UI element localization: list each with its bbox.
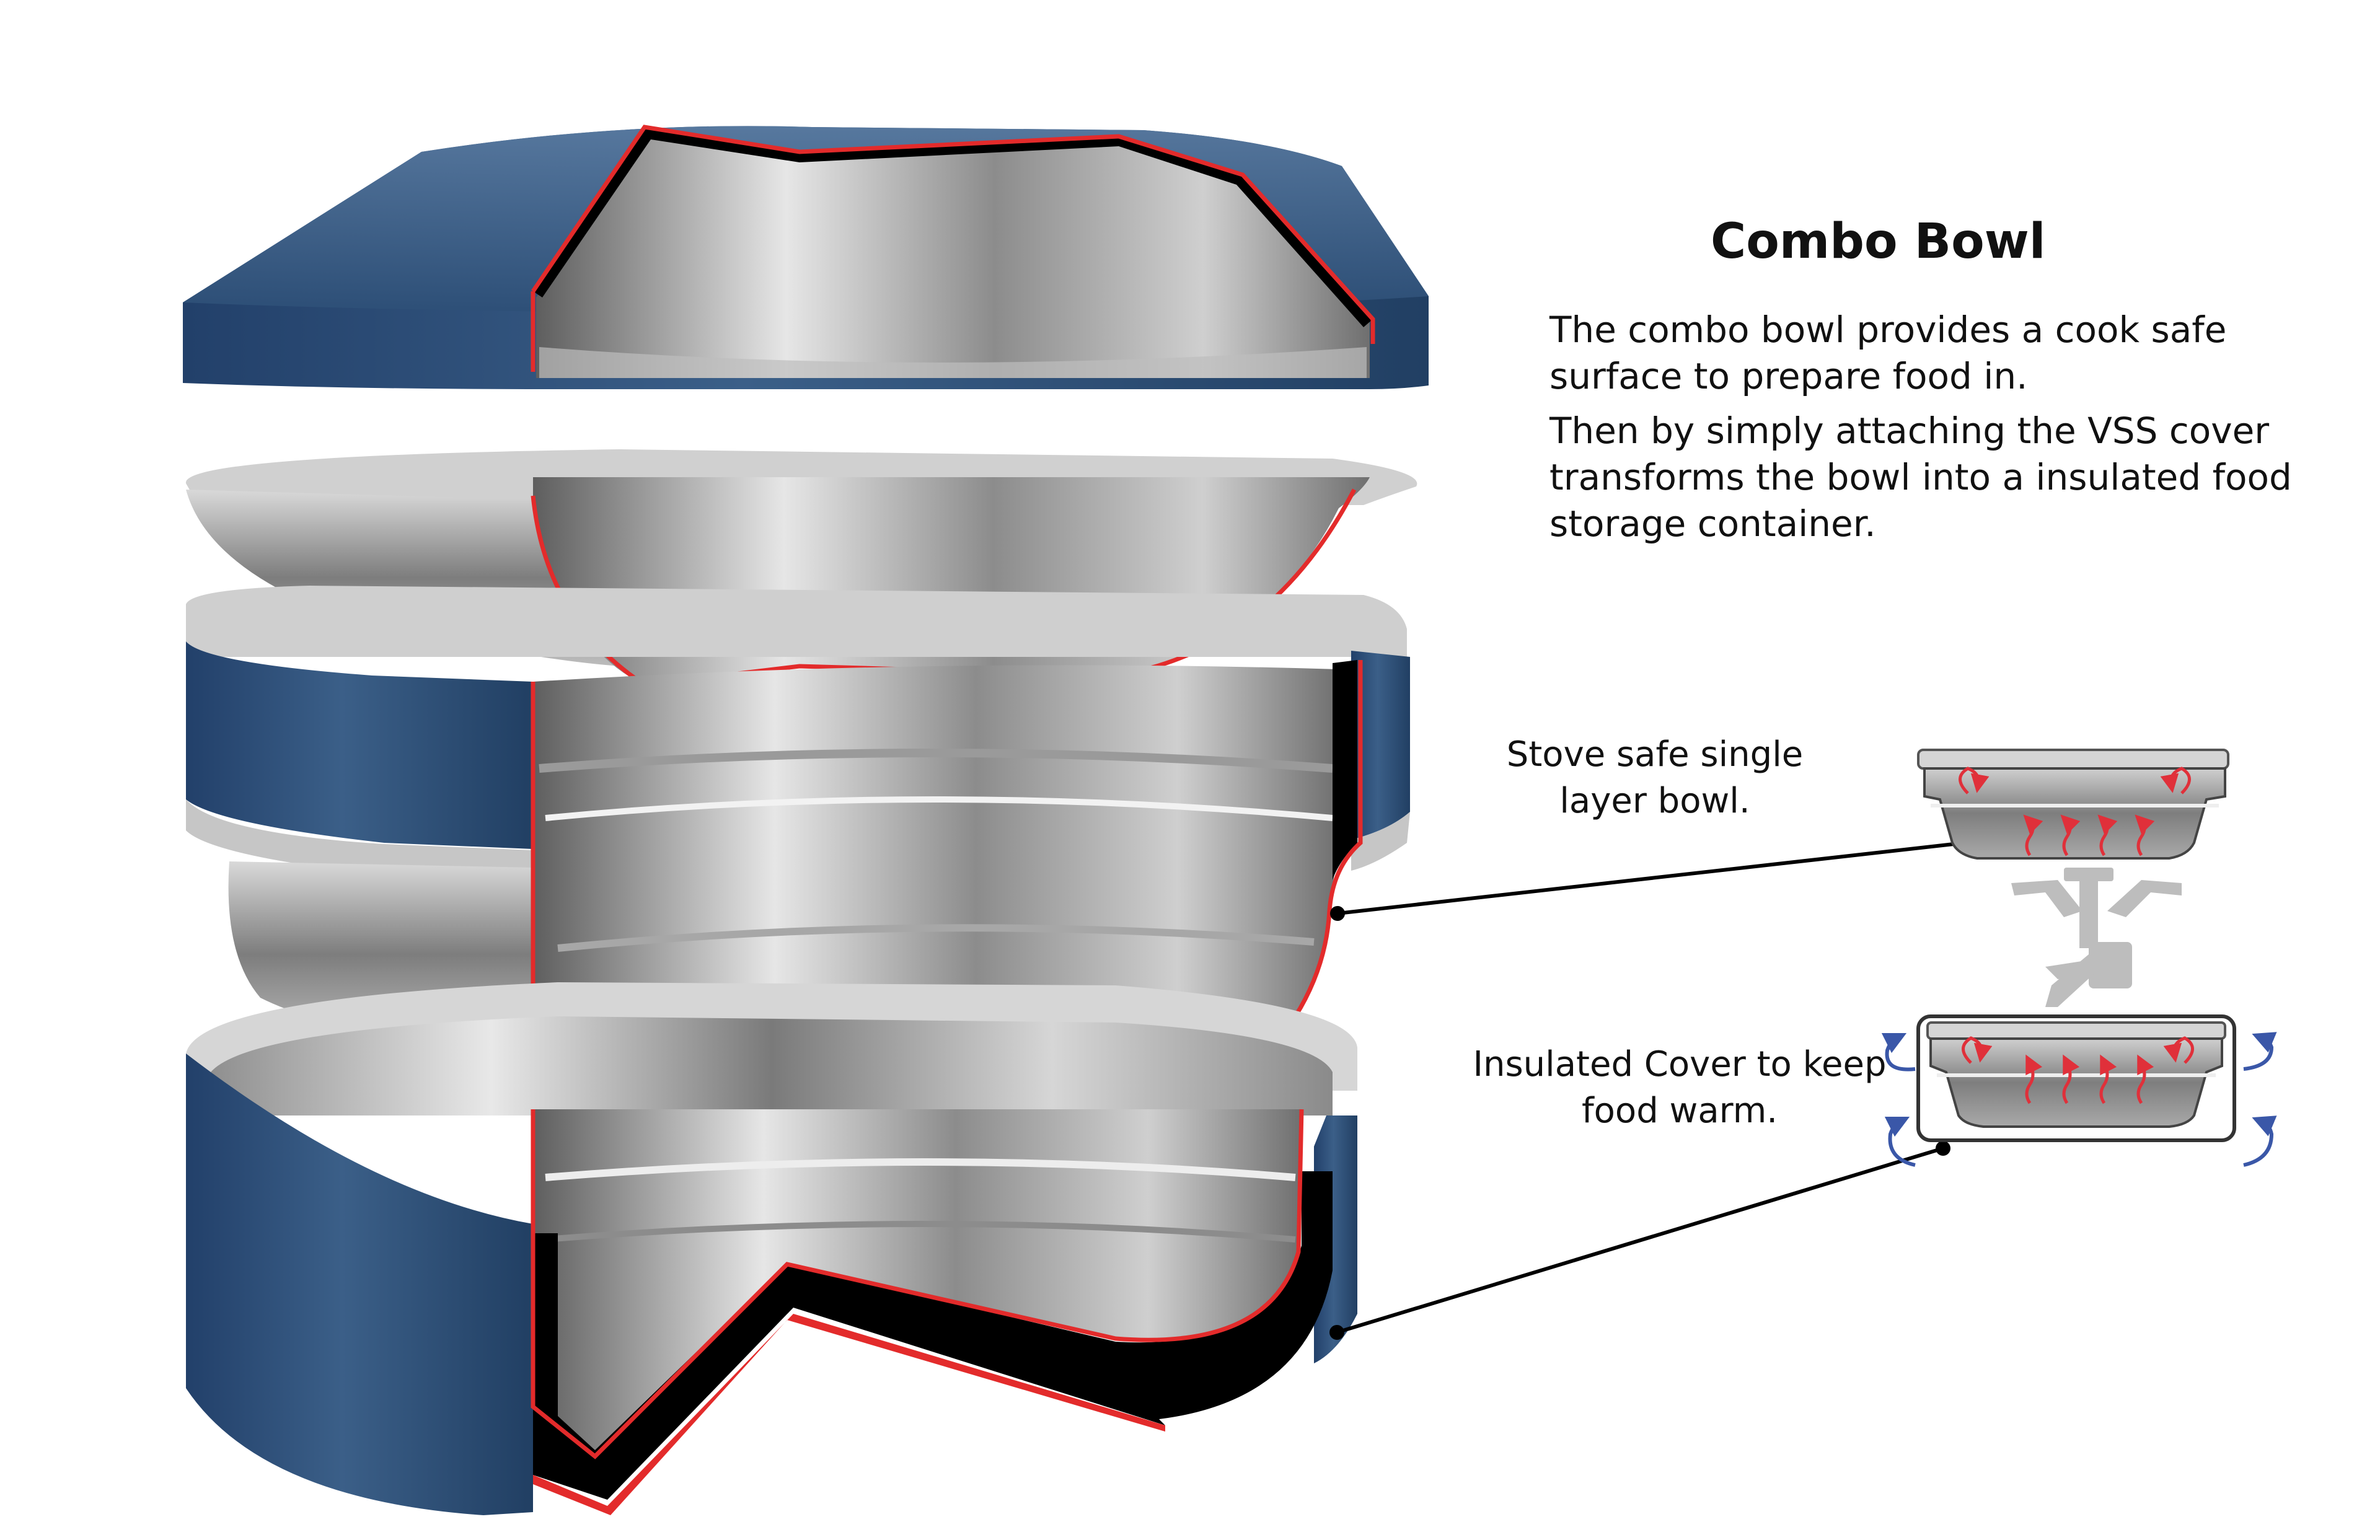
- cover-upper-band: [186, 586, 1410, 880]
- thumb-bowl-body: [1923, 767, 2226, 860]
- heat-wave-icon-2: [2060, 814, 2081, 856]
- air-arrow-bottom-right-icon: [2243, 1115, 2277, 1167]
- mid-bowl-ridge-2: [545, 796, 1333, 821]
- thumbnail-stove-bowl: [1917, 749, 2229, 1007]
- cover-inner-top: [211, 1016, 1333, 1115]
- mid-bowl-ridge: [539, 749, 1333, 773]
- leader-line-stove: [1337, 841, 1965, 915]
- thumb2-bowl-body: [1929, 1037, 2223, 1128]
- cover-outer-blue-left: [186, 1054, 533, 1515]
- leader-dot-cover-thumb: [1936, 1141, 1950, 1156]
- thumb2-heat-wave-icon-1: [2025, 1054, 2043, 1104]
- thumb2-heat-wave-icon-4: [2136, 1054, 2154, 1104]
- air-arrow-top-left-icon: [1881, 1032, 1916, 1071]
- air-arrow-bottom-left-icon: [1884, 1116, 1916, 1167]
- page-title: Combo Bowl: [1711, 214, 2046, 270]
- band-blue-right: [1351, 651, 1410, 840]
- band-steel-lower: [186, 799, 533, 880]
- cover-inner-ridge: [545, 1158, 1296, 1181]
- thumb2-bowl-rim: [1926, 1021, 2226, 1040]
- callout-insulated-cover: Insulated Cover to keep food warm.: [1473, 1044, 1887, 1131]
- insulated-cover-base: [186, 982, 1357, 1515]
- heat-swirl-right-icon: [2160, 767, 2191, 794]
- band-steel-top: [186, 586, 1407, 657]
- thumb2-heat-wave-icon-3: [2099, 1054, 2117, 1104]
- leader-line-cover: [1336, 1146, 1944, 1334]
- band-blue: [186, 641, 533, 849]
- callout-stove-safe: Stove safe single layer bowl.: [1506, 734, 1804, 821]
- vss-lid-cutaway: [183, 125, 1429, 389]
- thumb2-heat-wave-icon-2: [2062, 1054, 2080, 1104]
- thumbnail-insulated-cover: [1881, 1014, 2277, 1167]
- thumb2-heat-swirl-left-icon: [1962, 1036, 1993, 1064]
- heat-wave-icon-4: [2135, 814, 2155, 856]
- cover-cutaway-interior: [533, 1109, 1302, 1456]
- cover-inner-ridge-2: [545, 1221, 1296, 1243]
- mid-bowl-ridge-3: [557, 924, 1315, 952]
- heat-swirl-left-icon: [1959, 767, 1990, 794]
- band-steel-lower-right: [1351, 812, 1410, 871]
- heat-wave-icon-3: [2097, 814, 2118, 856]
- leader-dot-cover-bowl: [1329, 1325, 1344, 1340]
- lid-section-line: [531, 125, 1375, 372]
- description-paragraph-1: The combo bowl provides a cook safe surf…: [1549, 309, 2227, 397]
- cover-section-line: [531, 1109, 1304, 1459]
- camp-stove-icon: [2011, 868, 2182, 1007]
- description-paragraph-2: Then by simply attaching the VSS cover t…: [1549, 410, 2292, 545]
- mid-bowl-insulation: [1333, 660, 1357, 880]
- lid-rim-steel: [539, 347, 1367, 378]
- lid-cutaway-interior: [536, 130, 1370, 378]
- air-arrow-top-right-icon: [2243, 1032, 2277, 1071]
- heat-wave-icon-1: [2023, 814, 2043, 856]
- cover-insulation: [533, 1171, 1333, 1500]
- leader-dot-stove-bowl: [1330, 906, 1345, 921]
- thumb2-heat-swirl-right-icon: [2163, 1036, 2194, 1064]
- leader-lines: [1329, 835, 1972, 1340]
- thumb-bowl-rim: [1917, 749, 2229, 770]
